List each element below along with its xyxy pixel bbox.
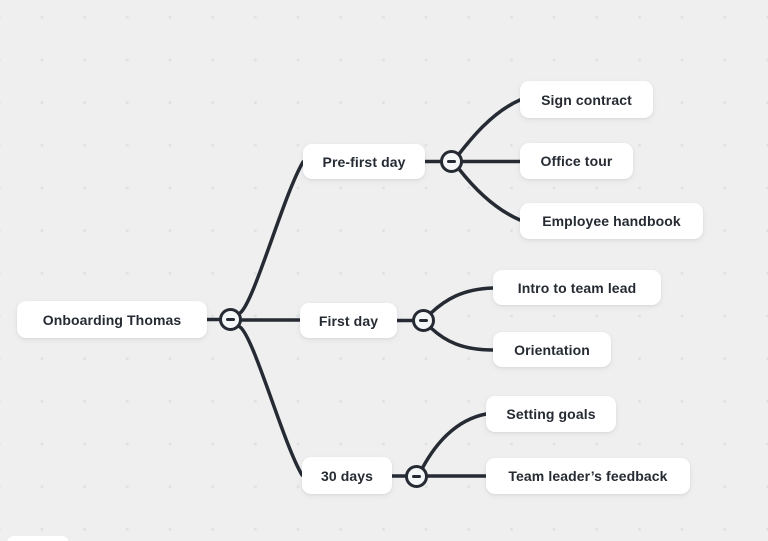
node-employee-handbook[interactable]: Employee handbook [520,203,703,239]
node-setting-goals[interactable]: Setting goals [486,396,616,432]
edge-first-day-to-intro-team-lead [429,286,495,315]
minus-icon [411,474,421,478]
edge-root-to-pre-first-day [238,160,305,315]
node-office-tour[interactable]: Office tour [520,143,633,179]
node-pre-first-day[interactable]: Pre-first day [303,144,425,179]
collapse-toggle-first-day[interactable] [411,309,435,332]
node-onboarding-thomas[interactable]: Onboarding Thomas [17,301,207,338]
edge-pre-first-day-to-sign-contract [457,98,522,156]
node-intro-to-team-lead[interactable]: Intro to team lead [493,270,661,305]
node-sign-contract[interactable]: Sign contract [520,81,653,118]
node-orientation[interactable]: Orientation [493,332,611,367]
minus-icon [446,160,456,163]
node-30-days[interactable]: 30 days [302,457,392,494]
collapse-toggle-30-days[interactable] [404,464,428,488]
node-partial-offscreen[interactable] [7,536,69,541]
edge-30-days-to-setting-goals [421,412,488,469]
edge-pre-first-day-to-employee-handbook [457,167,522,222]
minus-icon [418,319,428,322]
node-first-day[interactable]: First day [300,303,397,338]
node-team-leaders-feedback[interactable]: Team leader’s feedback [486,458,690,494]
collapse-toggle-root[interactable] [218,308,242,331]
collapse-toggle-pre-first-day[interactable] [439,150,463,173]
edge-first-day-to-orientation [429,326,495,352]
edge-root-to-30-days [238,325,304,477]
minus-icon [225,318,235,321]
